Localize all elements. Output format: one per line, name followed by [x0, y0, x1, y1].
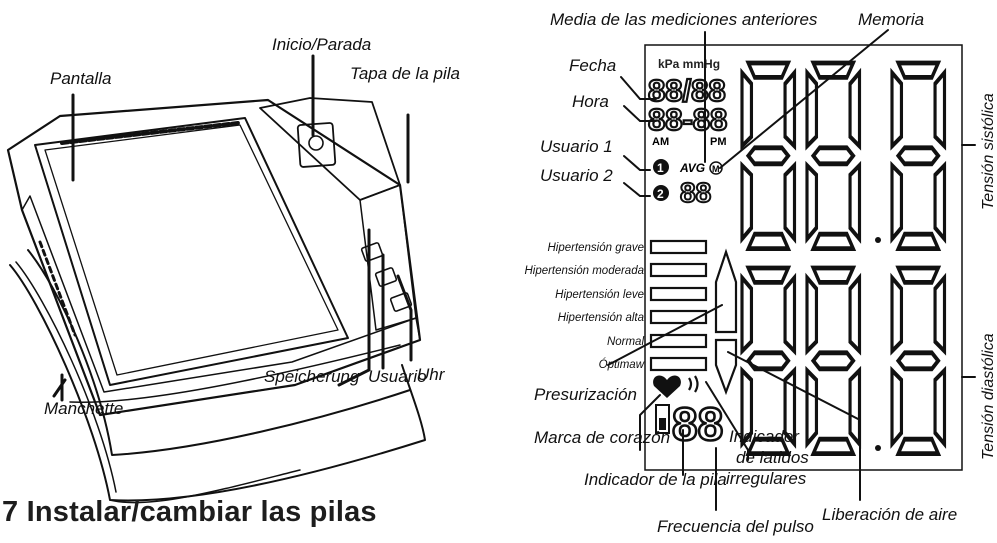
label-cuff: Manchette — [44, 399, 123, 418]
lcd-date-digits: 88/88 — [648, 73, 726, 108]
lcd-user2-num: 2 — [657, 187, 664, 201]
user1-icon — [653, 159, 669, 175]
label-user1: Usuario 1 — [540, 137, 613, 156]
irregular-heartbeat-icon — [688, 375, 699, 393]
user2-icon — [653, 185, 669, 201]
lcd-avg: AVG — [679, 161, 705, 175]
device-leaders — [52, 54, 413, 402]
lcd-pm: PM — [710, 136, 727, 148]
lcd-frame — [644, 44, 963, 471]
label-date: Fecha — [569, 56, 616, 75]
label-average: Media de las mediciones anteriores — [550, 10, 818, 29]
label-memory: Memoria — [858, 10, 924, 29]
scale-label-optimal: Óptimaw — [599, 358, 645, 371]
label-air-release: Liberación de aire — [822, 505, 957, 524]
label-user2: Usuario 2 — [540, 166, 613, 185]
lcd-memory-m: M — [712, 164, 720, 174]
systolic-digits — [742, 63, 945, 249]
lcd-display: kPa mmHg 88/88 88-88 AM PM 1 2 AVG M 88 — [644, 44, 963, 471]
lcd-am: AM — [652, 136, 669, 148]
diastolic-decimal-point — [875, 445, 881, 451]
scale-label-severe: Hipertensión grave — [547, 242, 644, 254]
heart-icon — [653, 375, 681, 398]
scale-label-mild: Hipertensión leve — [555, 289, 644, 301]
label-memory-button: Speicherung — [264, 367, 360, 386]
scale-label-normal: Normal — [607, 336, 645, 348]
diastolic-digits — [742, 268, 945, 454]
label-start-stop: Inicio/Parada — [272, 35, 371, 54]
release-arrow-icon — [714, 338, 738, 396]
label-user-button: Usuario — [368, 367, 427, 386]
pressurize-arrow-icon — [714, 248, 738, 334]
label-pressurization: Presurización — [534, 385, 637, 404]
memory-icon — [709, 161, 723, 175]
lcd-time-digits: 88-88 — [648, 102, 727, 137]
lcd-leaders — [607, 29, 976, 511]
scale-label-moderate: Hipertensión moderada — [524, 265, 644, 277]
label-pulse-rate: Frecuencia del pulso — [657, 517, 814, 536]
label-battery-indicator: Indicador de la pila — [584, 470, 727, 489]
label-irregular-3: irregulares — [726, 469, 807, 488]
bp-scale-bars — [649, 239, 708, 372]
label-clock-button: Uhr — [417, 365, 446, 384]
systolic-decimal-point — [875, 237, 881, 243]
label-irregular-2: de latidos — [736, 448, 809, 467]
section-heading: 7 Instalar/cambiar las pilas — [2, 496, 377, 528]
label-heart-mark: Marca de corazón — [534, 428, 670, 447]
lcd-memory-digits: 88 — [680, 177, 711, 208]
lcd-units: kPa mmHg — [658, 57, 720, 71]
label-battery-cover: Tapa de la pila — [350, 64, 460, 83]
lcd-user1-num: 1 — [657, 161, 664, 175]
label-time: Hora — [572, 92, 609, 111]
label-screen: Pantalla — [50, 69, 111, 88]
scale-label-high: Hipertensión alta — [558, 312, 644, 324]
label-diastolic: Tensión diastólica — [980, 333, 997, 460]
lcd-pulse-digits: 88 — [672, 398, 723, 450]
label-systolic: Tensión sistólica — [980, 93, 997, 210]
label-irregular-1: Indicador — [729, 427, 800, 446]
device-drawing — [6, 97, 426, 504]
